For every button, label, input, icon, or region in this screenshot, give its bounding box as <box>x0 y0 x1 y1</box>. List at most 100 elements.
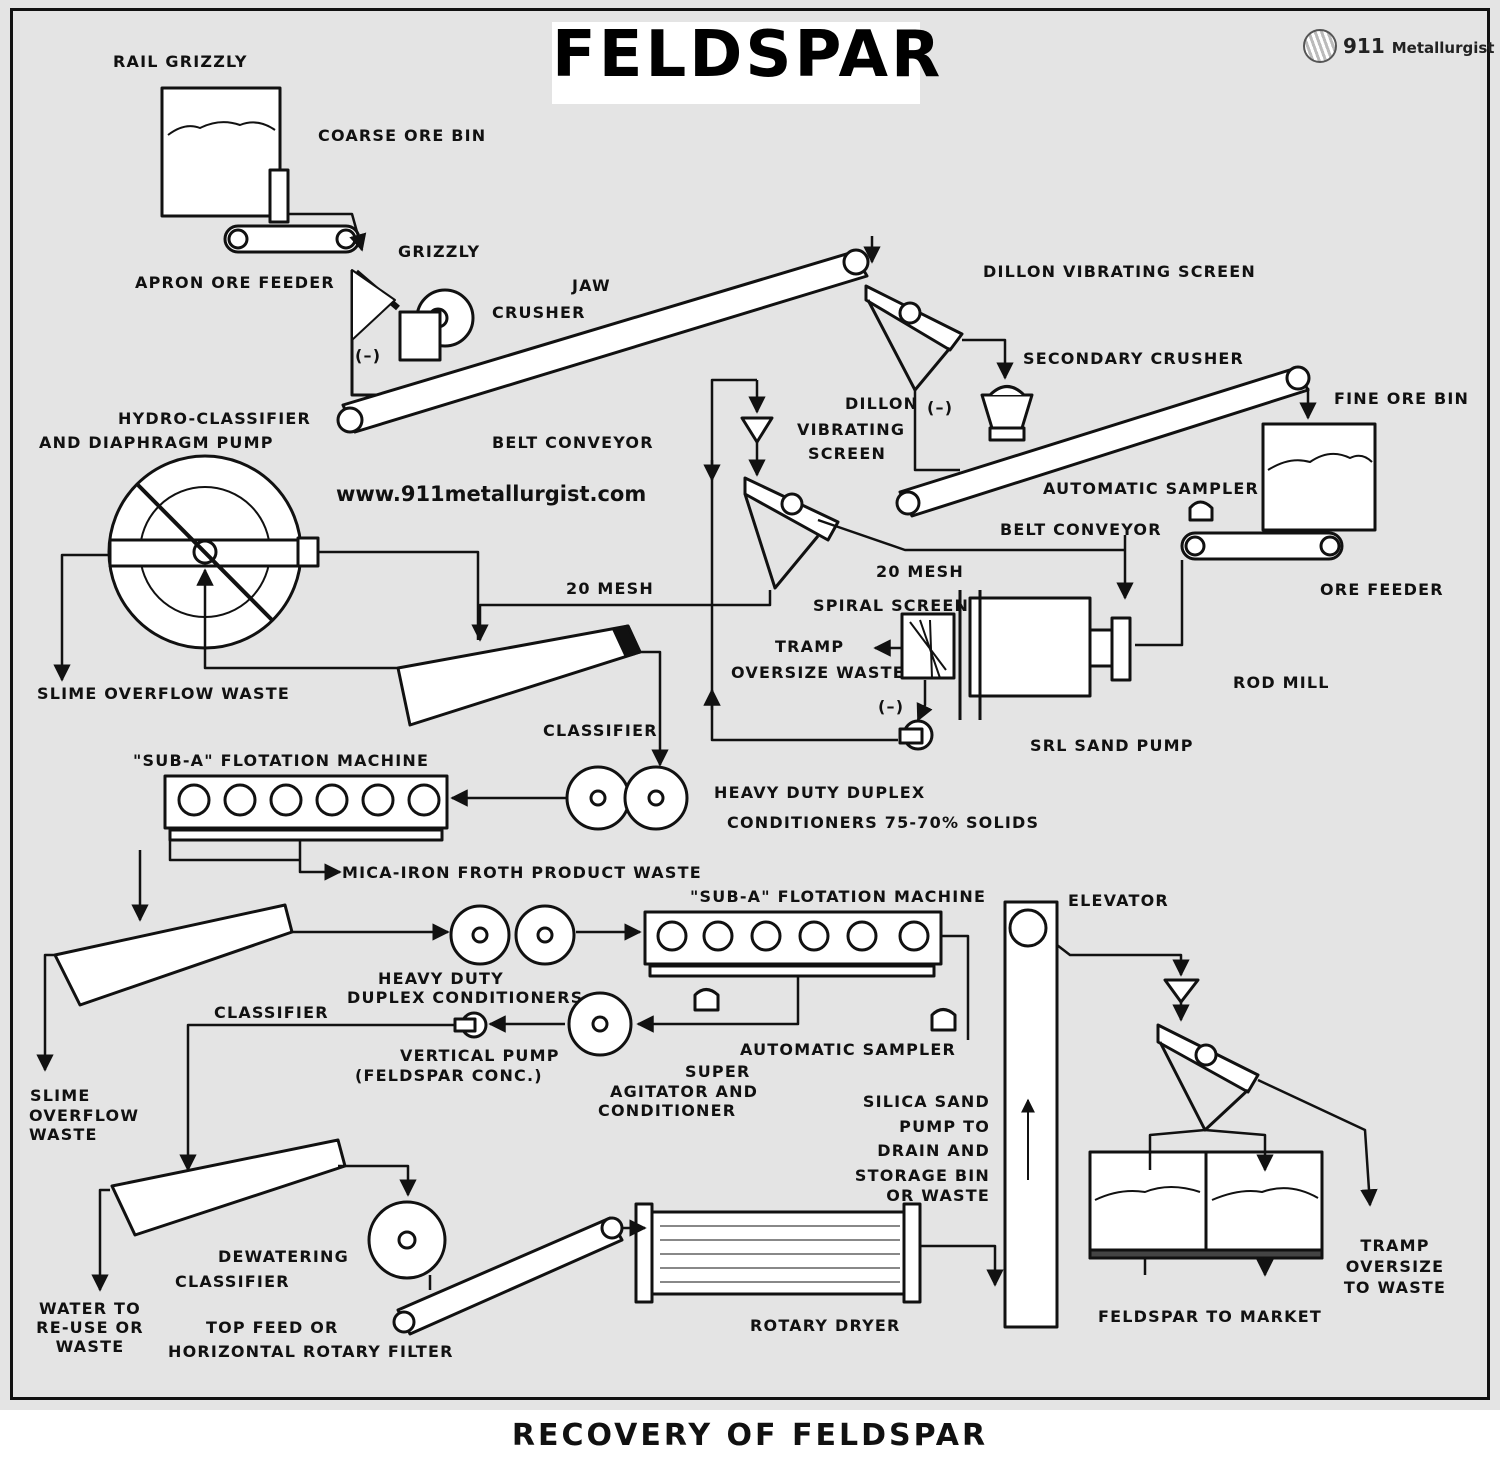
website-url[interactable]: www.911metallurgist.com <box>336 482 647 506</box>
label-belt-conveyor-2: BELT CONVEYOR <box>1000 520 1162 539</box>
label-slime-2: SLIME <box>30 1086 91 1105</box>
distributor-cone-1 <box>740 416 774 444</box>
srl-sand-pump <box>898 719 934 751</box>
label-rail-grizzly: RAIL GRIZZLY <box>113 52 248 71</box>
logo-number: 911 <box>1343 34 1385 58</box>
label-minus-3: (–) <box>878 697 905 716</box>
label-classifier-1: CLASSIFIER <box>543 721 658 740</box>
label-to-waste-2: TO WASTE <box>1343 1278 1447 1297</box>
label-automatic-sampler-top: AUTOMATIC SAMPLER <box>1043 479 1260 498</box>
fine-ore-bin <box>1261 422 1377 532</box>
dillon-vibrating-screen-2 <box>743 476 840 590</box>
label-or-waste: OR WASTE <box>886 1186 990 1205</box>
label-vibrating: VIBRATING <box>797 420 906 439</box>
automatic-sampler-1 <box>1188 500 1214 522</box>
secondary-crusher <box>980 385 1034 442</box>
label-minus-1: (–) <box>355 346 382 365</box>
label-classifier-2: CLASSIFIER <box>214 1003 329 1022</box>
label-waste-3: WASTE <box>55 1337 125 1356</box>
label-heavy-duty-duplex: HEAVY DUTY DUPLEX <box>714 783 926 802</box>
label-belt-conveyor-1: BELT CONVEYOR <box>492 433 654 452</box>
label-top-feed-or: TOP FEED OR <box>206 1318 339 1337</box>
label-silica-sand: SILICA SAND <box>862 1092 990 1111</box>
label-pump-to: PUMP TO <box>899 1117 990 1136</box>
duplex-conditioners-2 <box>449 904 576 966</box>
logo-text: 911 Metallurgist <box>1343 34 1494 58</box>
label-overflow-2: OVERFLOW <box>29 1106 140 1125</box>
label-20-mesh-left: 20 MESH <box>566 579 655 598</box>
label-classifier-3: CLASSIFIER <box>175 1272 290 1291</box>
coarse-ore-bin <box>160 86 290 224</box>
label-secondary-crusher: SECONDARY CRUSHER <box>1023 349 1245 368</box>
jaw-crusher <box>398 288 475 362</box>
label-rotary-dryer: ROTARY DRYER <box>750 1316 901 1335</box>
label-slime-overflow-waste-1: SLIME OVERFLOW WASTE <box>37 684 290 703</box>
logo-name: Metallurgist <box>1391 39 1495 57</box>
dillon-vibrating-screen-3 <box>1156 1023 1260 1132</box>
figure-caption: RECOVERY OF FELDSPAR <box>511 1418 989 1453</box>
duplex-conditioners-1 <box>565 765 689 831</box>
dillon-vibrating-screen-1 <box>864 284 964 392</box>
label-oversize-waste: OVERSIZE WASTE <box>731 663 905 682</box>
label-duplex-conditioners-2: DUPLEX CONDITIONERS <box>347 988 584 1007</box>
label-ore-feeder: ORE FEEDER <box>1320 580 1444 599</box>
label-spiral-screen: SPIRAL SCREEN <box>813 596 970 615</box>
label-apron-ore-feeder: APRON ORE FEEDER <box>135 273 335 292</box>
rotary-filter <box>367 1200 447 1280</box>
page-title: FELDSPAR <box>552 18 944 92</box>
label-conditioners-solids: CONDITIONERS 75-70% SOLIDS <box>727 813 1040 832</box>
label-srl-sand-pump: SRL SAND PUMP <box>1030 736 1194 755</box>
label-heavy-duty-2: HEAVY DUTY <box>378 969 504 988</box>
label-sub-a-flotation-2: "SUB-A" FLOTATION MACHINE <box>690 887 987 906</box>
label-horizontal-rotary-filter: HORIZONTAL ROTARY FILTER <box>168 1342 454 1361</box>
spiral-screen <box>900 612 956 680</box>
label-agitator-and: AGITATOR AND <box>610 1082 759 1101</box>
vertical-pump <box>453 1011 488 1039</box>
bucket-elevator <box>1003 900 1059 1329</box>
logo: 911 Metallurgist <box>1303 26 1494 66</box>
label-grizzly: GRIZZLY <box>398 242 481 261</box>
flowsheet-drawing <box>36 86 1378 1336</box>
label-dewatering: DEWATERING <box>218 1247 349 1266</box>
distributor-cone-2 <box>1163 978 1200 1004</box>
label-diaphragm-pump: AND DIAPHRAGM PUMP <box>39 433 274 452</box>
label-mica-iron-froth: MICA-IRON FROTH PRODUCT WASTE <box>342 863 702 882</box>
hydro-classifier <box>107 454 320 650</box>
label-re-use-or: RE-USE OR <box>36 1318 144 1337</box>
logo-globe-icon <box>1303 29 1337 63</box>
rotary-dryer <box>634 1202 922 1304</box>
label-automatic-sampler-bottom: AUTOMATIC SAMPLER <box>740 1040 957 1059</box>
label-waste-2: WASTE <box>29 1125 98 1144</box>
classifier-1 <box>396 624 642 727</box>
label-screen: SCREEN <box>808 444 887 463</box>
belt-conveyor-3 <box>392 1216 624 1336</box>
label-tramp: TRAMP <box>775 637 845 656</box>
label-crusher: CRUSHER <box>492 303 586 322</box>
label-tramp-2: TRAMP <box>1360 1236 1430 1255</box>
label-dillon: DILLON <box>845 394 919 413</box>
label-water-to: WATER TO <box>39 1299 141 1318</box>
label-conditioner: CONDITIONER <box>598 1101 737 1120</box>
label-feldspar-conc: (FELDSPAR CONC.) <box>355 1066 543 1085</box>
label-super: SUPER <box>685 1062 751 1081</box>
label-dillon-vibrating-screen: DILLON VIBRATING SCREEN <box>983 262 1257 281</box>
label-rod-mill: ROD MILL <box>1233 673 1330 692</box>
label-feldspar-to-market: FELDSPAR TO MARKET <box>1098 1307 1322 1326</box>
label-elevator: ELEVATOR <box>1068 891 1169 910</box>
automatic-sampler-2 <box>693 988 957 1032</box>
feldspar-storage-bin <box>1088 1150 1324 1260</box>
title-box <box>552 22 920 104</box>
belt-conveyor-1 <box>336 248 870 434</box>
ore-feeder <box>1180 531 1344 561</box>
label-drain-and: DRAIN AND <box>877 1141 990 1160</box>
flotation-machine-1 <box>163 774 449 842</box>
label-fine-ore-bin: FINE ORE BIN <box>1334 389 1470 408</box>
dewatering-classifier <box>110 1138 347 1237</box>
label-minus-2: (–) <box>927 398 954 417</box>
apron-ore-feeder <box>223 224 361 254</box>
classifier-2 <box>53 903 294 1007</box>
label-vertical-pump: VERTICAL PUMP <box>400 1046 560 1065</box>
label-coarse-ore-bin: COARSE ORE BIN <box>318 126 487 145</box>
label-20-mesh-right: 20 MESH <box>876 562 965 581</box>
grizzly <box>350 269 400 397</box>
